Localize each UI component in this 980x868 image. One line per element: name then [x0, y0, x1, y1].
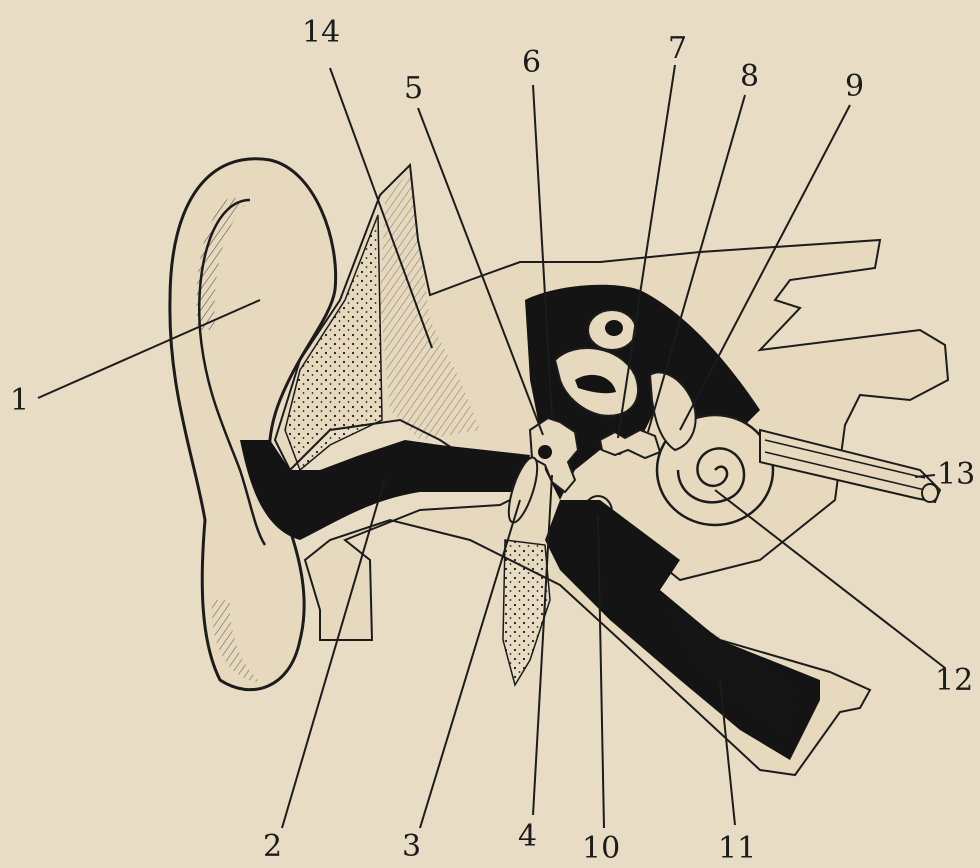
label-13: 13 — [937, 457, 975, 492]
label-1: 1 — [10, 383, 29, 418]
label-10: 10 — [582, 831, 620, 864]
label-11: 11 — [718, 831, 756, 864]
label-14: 14 — [302, 15, 340, 50]
label-4: 4 — [518, 819, 537, 854]
label-8: 8 — [740, 59, 759, 94]
ossicle-head — [538, 445, 552, 459]
label-9: 9 — [845, 69, 864, 104]
label-12: 12 — [935, 663, 973, 698]
nerve-end — [922, 484, 938, 502]
label-5: 5 — [404, 71, 423, 106]
label-6: 6 — [522, 45, 541, 80]
label-7: 7 — [668, 31, 687, 66]
label-3: 3 — [402, 829, 421, 864]
semicircular-canal-1-lumen — [605, 320, 623, 336]
label-2: 2 — [263, 829, 282, 864]
